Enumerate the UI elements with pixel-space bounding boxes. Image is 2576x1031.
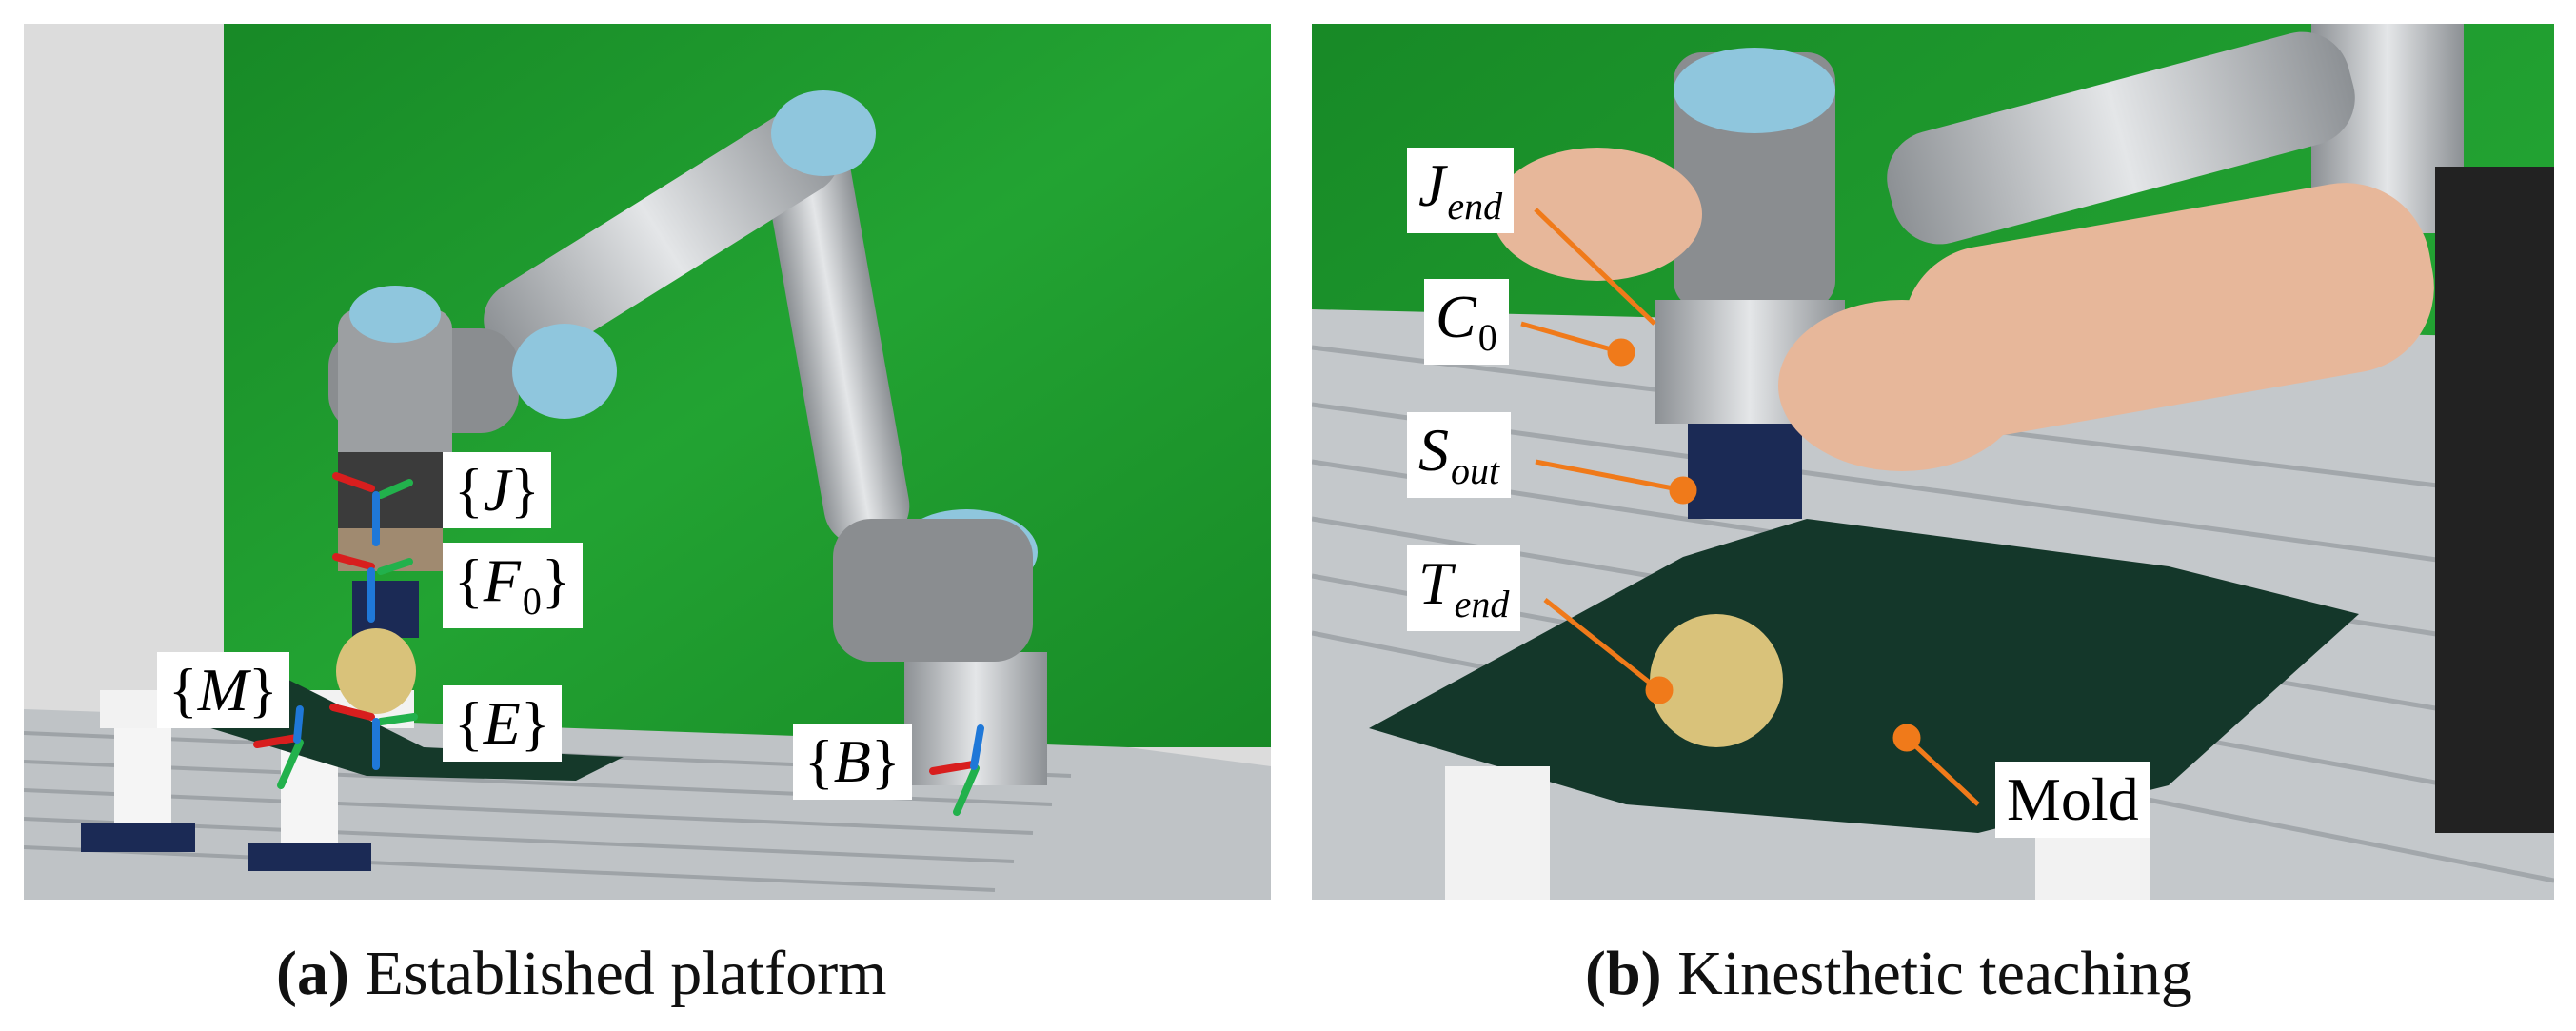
label-S-out: Sout [1407,412,1512,498]
platform-photo [24,24,1271,900]
panel-b-photo: Jend C0 Sout Tend Mold [1312,24,2554,900]
caption-b-text: Kinesthetic teaching [1677,939,2192,1008]
frame-label-J: {J} [443,452,551,528]
caption-a-letter: (a) [276,939,349,1008]
frame-label-M: {M} [157,652,289,728]
frame-label-B: {B} [793,724,912,800]
frame-label-E: {E} [443,685,562,762]
caption-a: (a) Established platform [276,938,887,1010]
label-C0: C0 [1424,279,1509,365]
label-mold: Mold [1995,762,2150,838]
panel-a-photo: {J} {F0} {M} {E} {B} [24,24,1271,900]
caption-b: (b) Kinesthetic teaching [1585,938,2192,1010]
teaching-photo [1312,24,2554,900]
label-T-end: Tend [1407,545,1521,631]
caption-a-text: Established platform [365,939,887,1008]
label-J-end: Jend [1407,148,1515,233]
caption-b-letter: (b) [1585,939,1662,1008]
frame-label-F0: {F0} [443,543,583,628]
